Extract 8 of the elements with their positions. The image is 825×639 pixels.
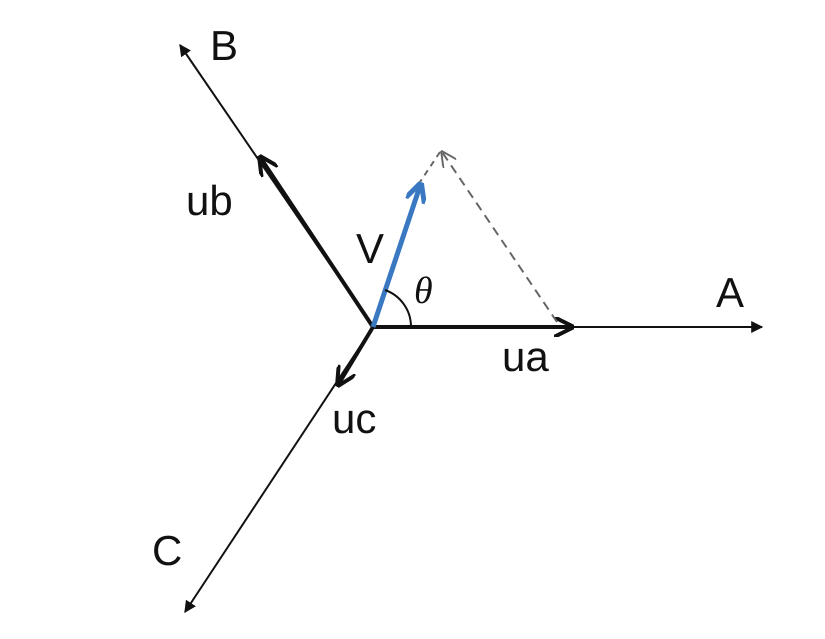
axis-label: A: [716, 272, 744, 314]
axis-label: B: [210, 25, 238, 67]
vector-label: uc: [332, 398, 376, 440]
axis-label: C: [152, 530, 182, 572]
angle-label: θ: [414, 272, 433, 310]
vector-label: ub: [186, 180, 233, 222]
vector-label: V: [356, 228, 384, 270]
vector-label: ua: [502, 336, 549, 378]
